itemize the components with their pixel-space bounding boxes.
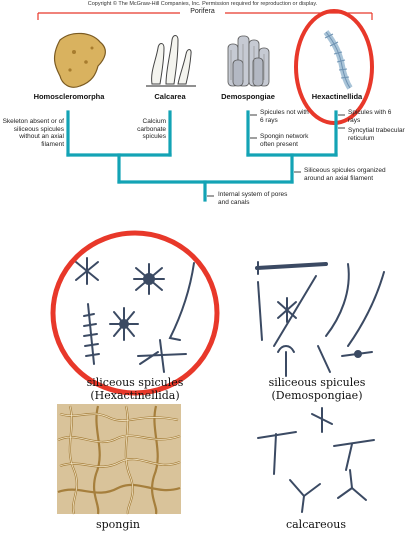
caption-hexactinellida-line2: (Hexactinellida) — [80, 389, 190, 402]
taxon-homoscleromorpha: Homoscleromorpha — [24, 92, 114, 101]
note-demo-spongin: Spongin network often present — [260, 133, 322, 148]
note-demo-spicules: Spicules not with 6 rays — [260, 109, 312, 124]
calcarea-sponge-illustration — [146, 36, 196, 87]
taxon-hexactinellida: Hexactinellida — [302, 92, 372, 101]
hexactinellid-spicules-illustration — [76, 258, 194, 372]
spicule-curved-3 — [170, 263, 194, 340]
spicule-six-ray-1 — [76, 258, 98, 284]
spicules-highlight-circle — [53, 233, 217, 393]
caption-demospongiae-line2: (Demospongiae) — [262, 389, 372, 402]
note-hexa-spicules: Spicules with 6 rays — [348, 109, 405, 124]
cladogram-lines — [68, 112, 336, 200]
demospongiae-sponge-illustration — [228, 36, 269, 86]
note-siliceous-axial: Siliceous spicules organized around an a… — [304, 167, 404, 182]
hexactinellida-highlight-circle — [296, 11, 372, 123]
note-homoscleromorpha: Skeleton absent or of siliceous spicules… — [2, 118, 64, 148]
demosponge-spicules-illustration — [257, 262, 384, 376]
hexactinellida-sponge-illustration — [325, 32, 350, 88]
note-hexa-reticulum: Syncytial trabecular reticulum — [348, 127, 405, 142]
taxon-demospongiae: Demospongiae — [214, 92, 282, 101]
caption-demospongiae-line1: siliceous spicules — [262, 376, 372, 389]
caption-spongin: spongin — [78, 518, 158, 531]
calcareous-spicules-illustration — [258, 408, 374, 512]
spicule-cross-6 — [138, 340, 186, 372]
spicule-star-4 — [110, 308, 138, 340]
spicule-star-2 — [134, 264, 164, 294]
taxon-calcarea: Calcarea — [140, 92, 200, 101]
note-internal-system: Internal system of pores and canals — [218, 191, 298, 206]
note-calcarea: Calcium carbonate spicules — [124, 118, 166, 141]
spongin-network-illustration — [57, 404, 181, 514]
caption-calcareous: calcareous — [276, 518, 356, 531]
caption-hexactinellida-line1: siliceous spicules — [80, 376, 190, 389]
spicule-pine-5 — [84, 304, 99, 364]
homoscleromorpha-sponge-illustration — [55, 33, 106, 87]
